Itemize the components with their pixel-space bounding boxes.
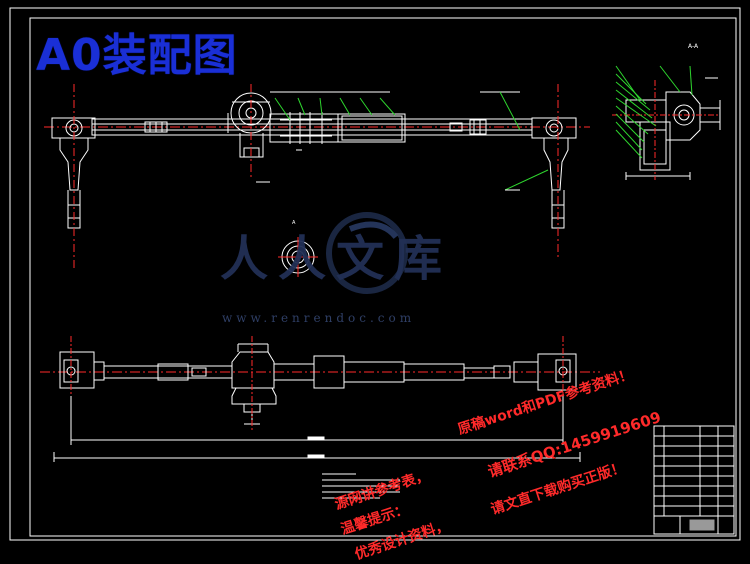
cad-drawing-canvas: A A-A (9, 7, 741, 564)
upper-view (44, 84, 590, 270)
assembly-drawing: A A-A (9, 7, 741, 541)
detail-label: A-A (688, 43, 699, 50)
pinion-housing-side (231, 351, 275, 389)
left-tie-rod-end (51, 117, 96, 139)
drawing-title: A0装配图 (36, 30, 238, 81)
renrendoc-logo: 人人文库 (220, 212, 452, 294)
lower-view (40, 336, 600, 462)
logo-text: 人人文库 (220, 231, 452, 287)
title-block (653, 425, 735, 535)
section-label: A (292, 220, 296, 226)
right-tie-rod-end (531, 117, 577, 139)
section-view: A (278, 220, 318, 277)
technical-notes (322, 473, 400, 499)
frame-border (29, 17, 737, 537)
detail-view: A-A (612, 43, 721, 180)
watermark-url: www.renrendoc.com (222, 311, 416, 325)
sheet-border (9, 7, 741, 541)
